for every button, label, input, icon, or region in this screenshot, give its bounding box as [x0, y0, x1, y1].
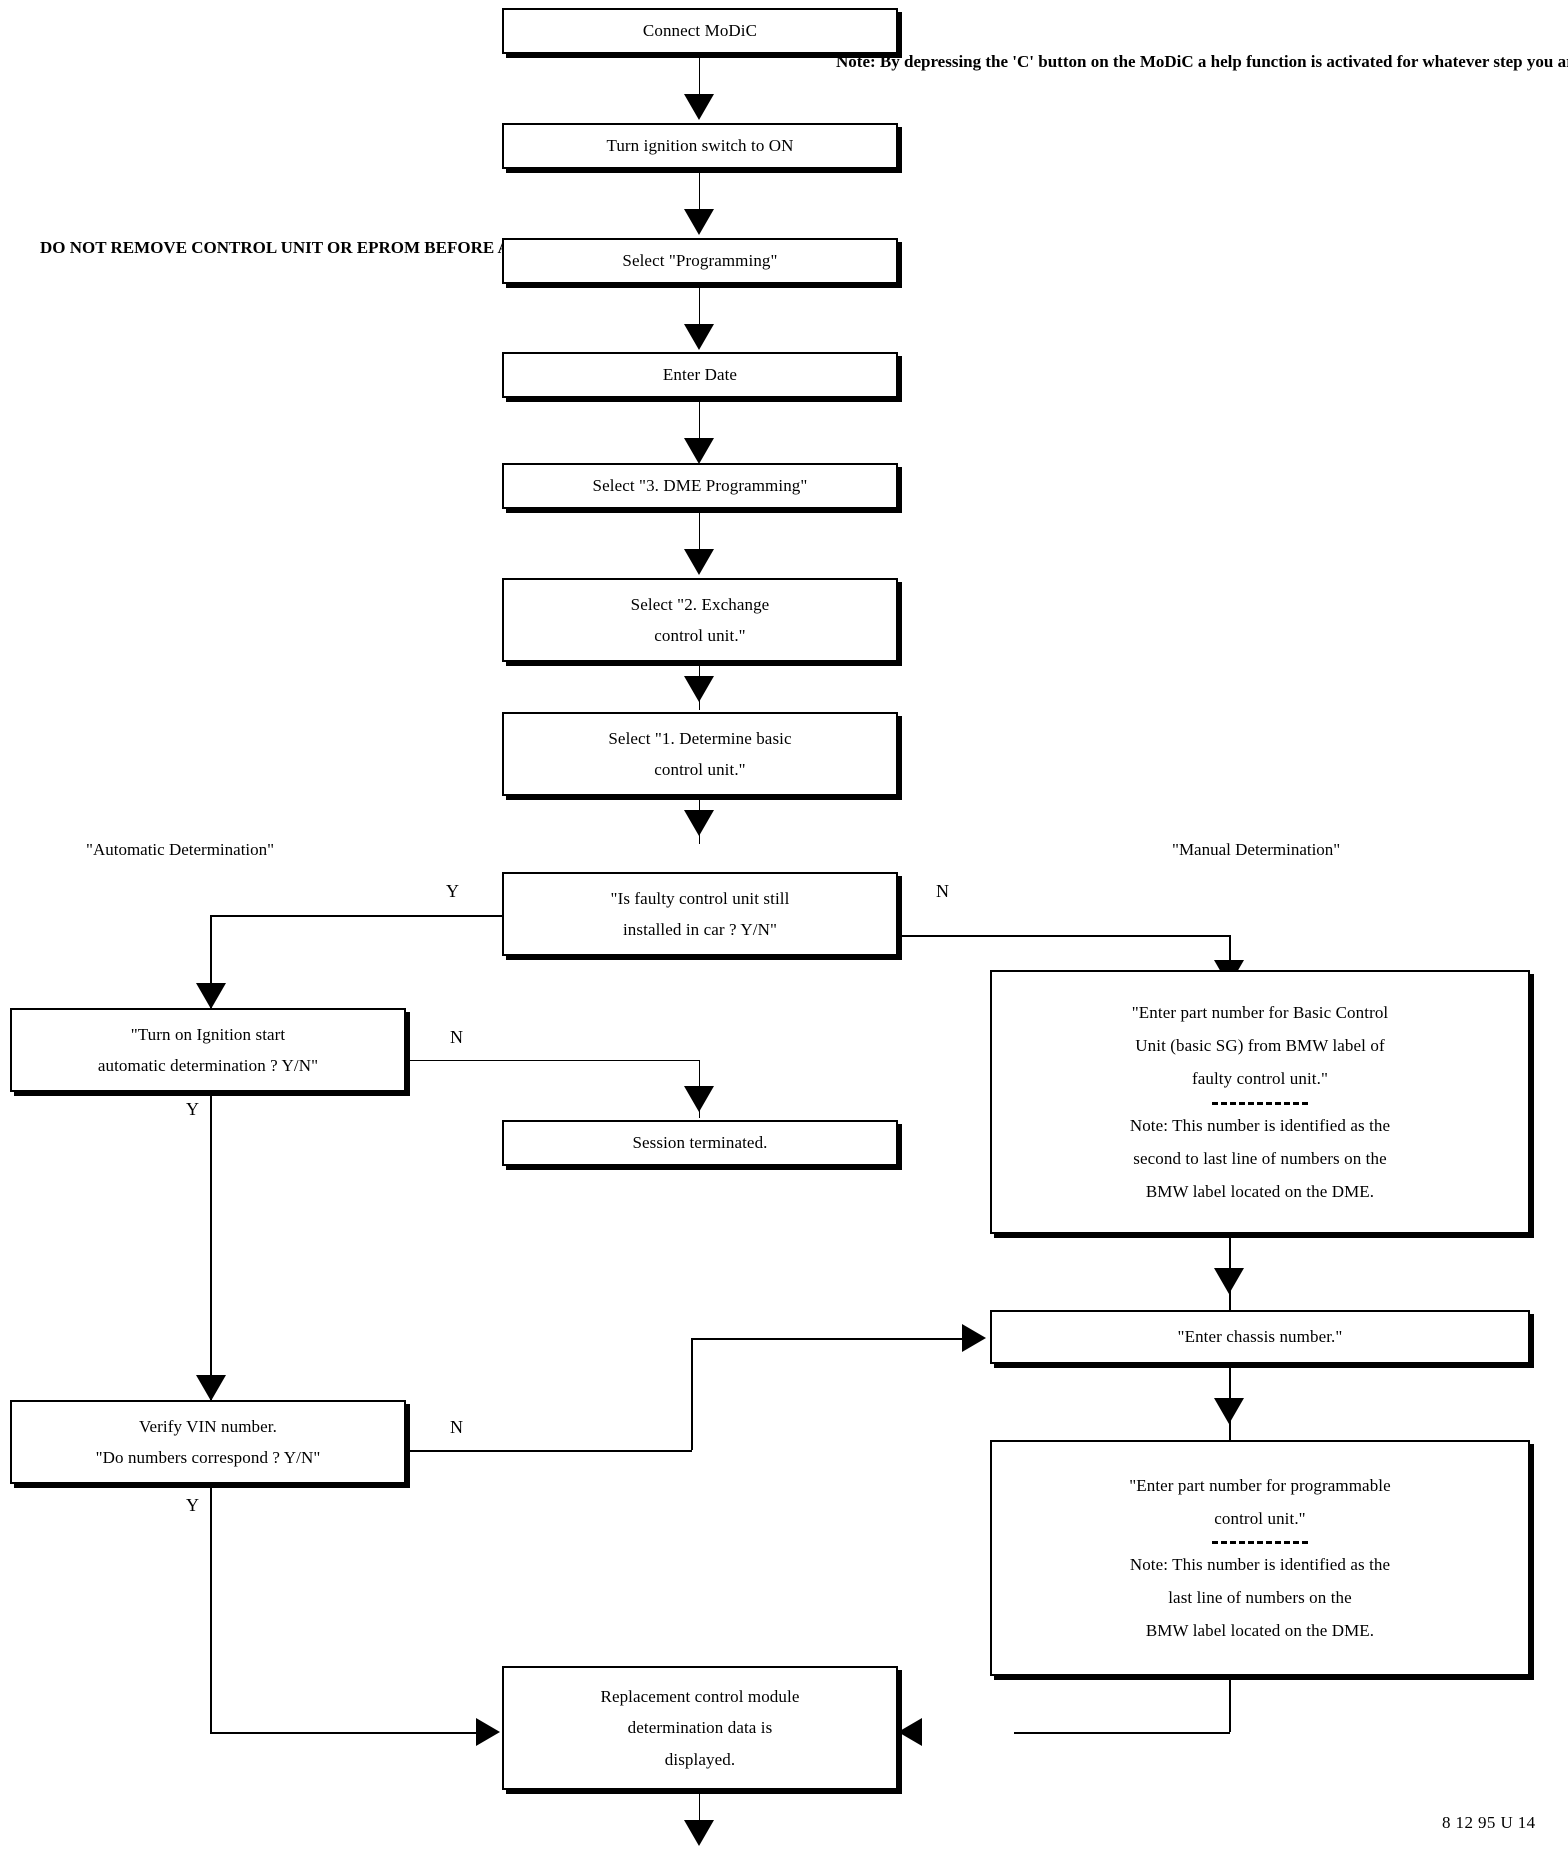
connector-bottom — [699, 1790, 700, 1836]
edge-faulty-yes-vertical — [210, 915, 212, 1015]
help-note: Note: By depressing the 'C' button on th… — [836, 44, 1568, 80]
edge-vin-no-horizontal-2 — [691, 1338, 966, 1340]
node-enter-basic-part-number-line-3: faulty control unit." — [1191, 1069, 1329, 1089]
arrowhead-6-icon — [684, 676, 714, 702]
node-enter-basic-part-number-line-1: "Enter part number for Basic Control — [1131, 1003, 1389, 1023]
connector-4 — [699, 398, 700, 444]
arrowhead-vin-yes-icon — [476, 1718, 500, 1746]
help-note-line-1: Note: By depressing the 'C' button on th… — [836, 52, 1136, 71]
node-replacement-data-displayed[interactable]: Replacement control module determination… — [502, 1666, 898, 1790]
node-select-dme-programming-label: Select "3. DME Programming" — [592, 476, 808, 496]
edge-label-faulty-no: N — [936, 881, 949, 901]
node-connect-modic[interactable]: Connect MoDiC — [502, 8, 898, 54]
node-enter-programmable-part-number-line-2: control unit." — [1214, 1508, 1306, 1528]
arrowhead-auto-no-icon — [684, 1086, 714, 1112]
node-select-dme-programming[interactable]: Select "3. DME Programming" — [502, 463, 898, 509]
arrowhead-vin-no-icon — [962, 1324, 986, 1352]
edge-label-faulty-yes: Y — [446, 881, 459, 901]
connector-3 — [699, 284, 700, 330]
node-enter-basic-part-number-note-line-1: Note: This number is identified as the — [1129, 1115, 1391, 1135]
node-enter-programmable-part-number-note-line-2: last line of numbers on the — [1168, 1588, 1352, 1608]
edge-label-vin-no: N — [450, 1417, 463, 1437]
node-enter-date[interactable]: Enter Date — [502, 352, 898, 398]
edge-vin-no-horizontal — [406, 1450, 692, 1452]
node-session-terminated-label: Session terminated. — [632, 1133, 768, 1153]
arrowhead-7-icon — [684, 810, 714, 836]
node-enter-programmable-part-number-line-1: "Enter part number for programmable — [1129, 1475, 1391, 1495]
node-enter-basic-part-number[interactable]: "Enter part number for Basic Control Uni… — [990, 970, 1530, 1234]
arrowhead-auto-yes-icon — [196, 1375, 226, 1401]
arrowhead-right-merge-icon — [898, 1718, 922, 1746]
warning-line-2: UNIT OR EPROM — [280, 238, 421, 257]
edge-vin-no-vertical — [691, 1338, 693, 1450]
node-verify-vin-line-1: Verify VIN number. — [139, 1416, 277, 1436]
branch-title-automatic: "Automatic Determination" — [86, 840, 275, 859]
node-replacement-data-displayed-line-2: determination data is — [627, 1718, 773, 1738]
node-faulty-unit-installed[interactable]: "Is faulty control unit still installed … — [502, 872, 898, 956]
node-enter-chassis-number[interactable]: "Enter chassis number." — [990, 1310, 1530, 1364]
node-enter-chassis-number-label: "Enter chassis number." — [1177, 1327, 1343, 1347]
edge-faulty-yes-horizontal — [210, 915, 502, 917]
edge-vin-yes-horizontal — [210, 1732, 480, 1734]
node-turn-on-ignition-auto-line-1: "Turn on Ignition start — [130, 1024, 286, 1044]
edge-right-merge-horizontal — [1014, 1732, 1230, 1734]
node-session-terminated[interactable]: Session terminated. — [502, 1120, 898, 1166]
arrowhead-faulty-yes-icon — [196, 983, 226, 1009]
node-enter-programmable-part-number-note-line-3: BMW label located on the DME. — [1145, 1621, 1375, 1641]
warning-note: DO NOT REMOVE CONTROL UNIT OR EPROM BEFO… — [40, 230, 885, 266]
node-verify-vin[interactable]: Verify VIN number. "Do numbers correspon… — [10, 1400, 406, 1484]
node-select-determine-basic-line-1: Select "1. Determine basic — [608, 728, 792, 748]
warning-line-1: DO NOT REMOVE CONTROL — [40, 238, 277, 257]
node-enter-programmable-part-number-note-line-1: Note: This number is identified as the — [1129, 1554, 1391, 1574]
connector-1 — [699, 54, 700, 100]
edge-vin-yes-vertical — [210, 1484, 212, 1733]
node-enter-date-label: Enter Date — [662, 365, 738, 385]
edge-label-auto-no: N — [450, 1027, 463, 1047]
node-select-determine-basic-line-2: control unit." — [654, 760, 746, 779]
edge-auto-no-horizontal — [406, 1060, 700, 1061]
node-enter-basic-part-number-line-2: Unit (basic SG) from BMW label of — [1135, 1036, 1385, 1056]
arrowhead-4-icon — [684, 438, 714, 464]
node-verify-vin-line-2: "Do numbers correspond ? Y/N" — [95, 1448, 321, 1467]
arrowhead-chassis-to-programmable-icon — [1214, 1398, 1244, 1424]
footer-document-code: 8 12 95 U 14 — [1442, 1813, 1536, 1832]
node-replacement-data-displayed-line-1: Replacement control module — [600, 1686, 800, 1706]
node-select-programming-label: Select "Programming" — [622, 251, 778, 271]
arrowhead-bottom-icon — [684, 1820, 714, 1846]
edge-right-merge-vertical — [1229, 1676, 1231, 1732]
connector-5 — [699, 509, 700, 555]
node-replacement-data-displayed-line-3: displayed. — [664, 1749, 736, 1769]
arrowhead-basic-to-chassis-icon — [1214, 1268, 1244, 1294]
node-turn-on-ignition-auto[interactable]: "Turn on Ignition start automatic determ… — [10, 1008, 406, 1092]
node-connect-modic-label: Connect MoDiC — [642, 21, 758, 41]
node-select-exchange-control-unit-line-1: Select "2. Exchange — [630, 594, 770, 614]
edge-auto-yes-vertical — [210, 1092, 212, 1407]
node-faulty-unit-installed-line-2: installed in car ? Y/N" — [622, 920, 777, 939]
help-note-line-3: whatever step you are currently on. — [1422, 52, 1568, 71]
arrowhead-2-icon — [684, 209, 714, 235]
branch-title-manual: "Manual Determination" — [1172, 840, 1341, 859]
node-select-programming[interactable]: Select "Programming" — [502, 238, 898, 284]
arrowhead-3-icon — [684, 324, 714, 350]
dashed-separator-programmable — [1212, 1540, 1308, 1544]
arrowhead-1-icon — [684, 94, 714, 120]
node-enter-programmable-part-number[interactable]: "Enter part number for programmable cont… — [990, 1440, 1530, 1676]
arrowhead-5-icon — [684, 549, 714, 575]
dashed-separator-basic — [1212, 1101, 1308, 1105]
node-turn-on-ignition-auto-line-2: automatic determination ? Y/N" — [97, 1056, 319, 1075]
node-enter-basic-part-number-note-line-2: second to last line of numbers on the — [1133, 1148, 1387, 1168]
connector-2 — [699, 169, 700, 215]
node-faulty-unit-installed-line-1: "Is faulty control unit still — [610, 888, 790, 908]
node-select-determine-basic[interactable]: Select "1. Determine basic control unit.… — [502, 712, 898, 796]
edge-label-auto-yes: Y — [186, 1099, 199, 1119]
node-select-exchange-control-unit-line-2: control unit." — [654, 626, 746, 645]
node-select-exchange-control-unit[interactable]: Select "2. Exchange control unit." — [502, 578, 898, 662]
node-turn-ignition-on-label: Turn ignition switch to ON — [606, 136, 794, 156]
edge-faulty-no-horizontal — [898, 935, 1230, 937]
node-turn-ignition-on[interactable]: Turn ignition switch to ON — [502, 123, 898, 169]
node-enter-basic-part-number-note-line-3: BMW label located on the DME. — [1145, 1181, 1375, 1201]
edge-label-vin-yes: Y — [186, 1495, 199, 1515]
help-note-line-2: MoDiC a help function is activated for — [1139, 52, 1419, 71]
